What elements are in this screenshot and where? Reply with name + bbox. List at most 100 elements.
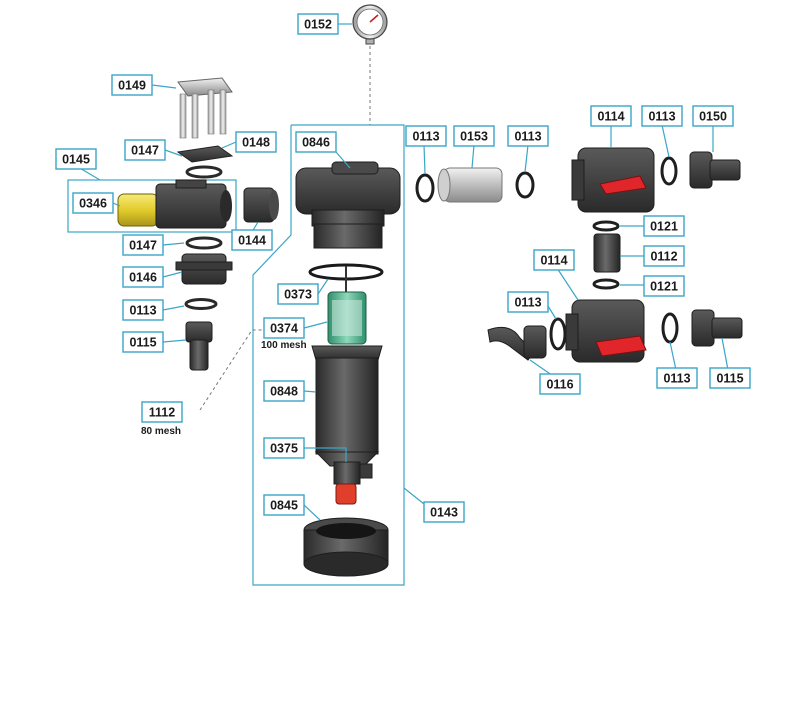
label-0113-mid-right: 0113 — [507, 125, 549, 147]
label-0112: 0112 — [643, 245, 685, 267]
label-0121-lower: 0121 — [643, 275, 685, 297]
svg-text:0153: 0153 — [460, 130, 488, 144]
label-0152: 0152 — [297, 13, 339, 35]
frame-0145 — [67, 179, 237, 233]
pressure-gauge-part — [352, 4, 388, 45]
bracket-part — [177, 77, 233, 139]
svg-text:0143: 0143 — [430, 506, 458, 520]
label-0848: 0848 — [263, 380, 305, 402]
label-0149: 0149 — [111, 74, 153, 96]
leader-lines — [77, 23, 729, 521]
ball-valve-0114-top — [571, 147, 655, 213]
svg-text:0113: 0113 — [412, 130, 439, 144]
svg-text:0146: 0146 — [129, 271, 157, 285]
hose-tail-0150-part — [689, 151, 741, 189]
svg-text:0846: 0846 — [302, 136, 330, 150]
svg-text:0149: 0149 — [118, 79, 146, 93]
filter-bowl-0848 — [311, 345, 383, 467]
label-0113-mid-left: 0113 — [405, 125, 447, 147]
svg-text:0114: 0114 — [597, 110, 624, 124]
label-0148: 0148 — [235, 131, 277, 153]
label-0150: 0150 — [692, 105, 734, 127]
svg-text:0848: 0848 — [270, 385, 298, 399]
note-100-mesh: 100 mesh — [261, 340, 307, 351]
label-0146: 0146 — [122, 266, 164, 288]
label-0116: 0116 — [539, 373, 581, 395]
drain-valve-0375 — [333, 461, 373, 505]
hose-tail-0115-left — [185, 321, 213, 371]
svg-text:0113: 0113 — [129, 304, 156, 318]
label-0113-left: 0113 — [122, 299, 164, 321]
label-0121-upper: 0121 — [643, 215, 685, 237]
label-0374: 0374 — [263, 317, 305, 339]
svg-text:0121: 0121 — [650, 280, 678, 294]
svg-text:0147: 0147 — [129, 239, 157, 253]
label-0147-lower: 0147 — [122, 234, 164, 256]
adapter-0144-part — [243, 187, 279, 223]
svg-text:0114: 0114 — [540, 254, 567, 268]
label-1112: 1112 — [141, 401, 183, 423]
label-0114-bottom: 0114 — [533, 249, 575, 271]
o-ring-0147-lower — [185, 236, 223, 250]
label-0375: 0375 — [263, 437, 305, 459]
valve-body-0145 — [117, 179, 232, 229]
label-0113-top-right: 0113 — [641, 105, 683, 127]
o-ring-0113-top-right — [660, 156, 678, 186]
o-ring-0113-lower-left — [549, 317, 567, 351]
o-ring-0113-lower-right — [661, 312, 679, 344]
svg-text:0374: 0374 — [270, 322, 298, 336]
fitting-0146-part — [175, 253, 233, 285]
label-0153: 0153 — [453, 125, 495, 147]
svg-text:0121: 0121 — [650, 220, 678, 234]
svg-text:0113: 0113 — [514, 130, 541, 144]
nipple-0112-part — [593, 233, 621, 273]
o-ring-0113-left — [184, 298, 218, 310]
svg-text:0145: 0145 — [62, 153, 90, 167]
bowl-nut-0845 — [303, 517, 389, 577]
hose-tail-0115-right — [691, 309, 743, 347]
frame-0143 — [252, 124, 405, 586]
svg-text:0148: 0148 — [242, 136, 270, 150]
svg-text:1112: 1112 — [149, 406, 175, 420]
svg-text:0115: 0115 — [129, 336, 156, 350]
svg-text:0147: 0147 — [131, 144, 159, 158]
svg-text:0150: 0150 — [699, 110, 727, 124]
svg-text:0375: 0375 — [270, 442, 298, 456]
svg-text:0116: 0116 — [546, 378, 573, 392]
label-0144: 0144 — [231, 229, 273, 251]
svg-text:0346: 0346 — [79, 197, 107, 211]
note-80-mesh: 80 mesh — [141, 426, 181, 437]
svg-text:0113: 0113 — [648, 110, 675, 124]
svg-text:0113: 0113 — [514, 296, 541, 310]
svg-text:0115: 0115 — [716, 372, 743, 386]
svg-text:0144: 0144 — [238, 234, 266, 248]
filter-screen-0374 — [327, 266, 367, 345]
label-0346: 0346 — [72, 192, 114, 214]
coupling-0153-part — [437, 167, 503, 203]
o-ring-0113-mid-right — [515, 171, 535, 199]
svg-text:0113: 0113 — [663, 372, 690, 386]
label-0114-top: 0114 — [590, 105, 632, 127]
elbow-0116-part — [487, 325, 547, 361]
label-0115-right: 0115 — [709, 367, 751, 389]
ball-valve-0114-bottom — [565, 299, 647, 363]
svg-text:0152: 0152 — [304, 18, 332, 32]
svg-text:0112: 0112 — [650, 250, 677, 264]
o-ring-0121-lower — [592, 278, 620, 290]
label-0845: 0845 — [263, 494, 305, 516]
mesh-80-dash-line — [199, 329, 268, 411]
part-labels: 0152 0149 0147 0148 0145 0346 0144 0147 … — [55, 13, 751, 523]
assembly-frames — [67, 40, 405, 586]
o-ring-0121-upper — [592, 220, 620, 232]
label-0373: 0373 — [277, 283, 319, 305]
gasket-plate-part — [176, 145, 234, 163]
svg-text:0373: 0373 — [284, 288, 312, 302]
label-0143: 0143 — [423, 501, 465, 523]
label-0115-left: 0115 — [122, 331, 164, 353]
label-0147-upper: 0147 — [124, 139, 166, 161]
o-ring-0113-mid-left — [415, 173, 435, 203]
svg-text:0845: 0845 — [270, 499, 298, 513]
filter-head-0846 — [295, 161, 401, 249]
